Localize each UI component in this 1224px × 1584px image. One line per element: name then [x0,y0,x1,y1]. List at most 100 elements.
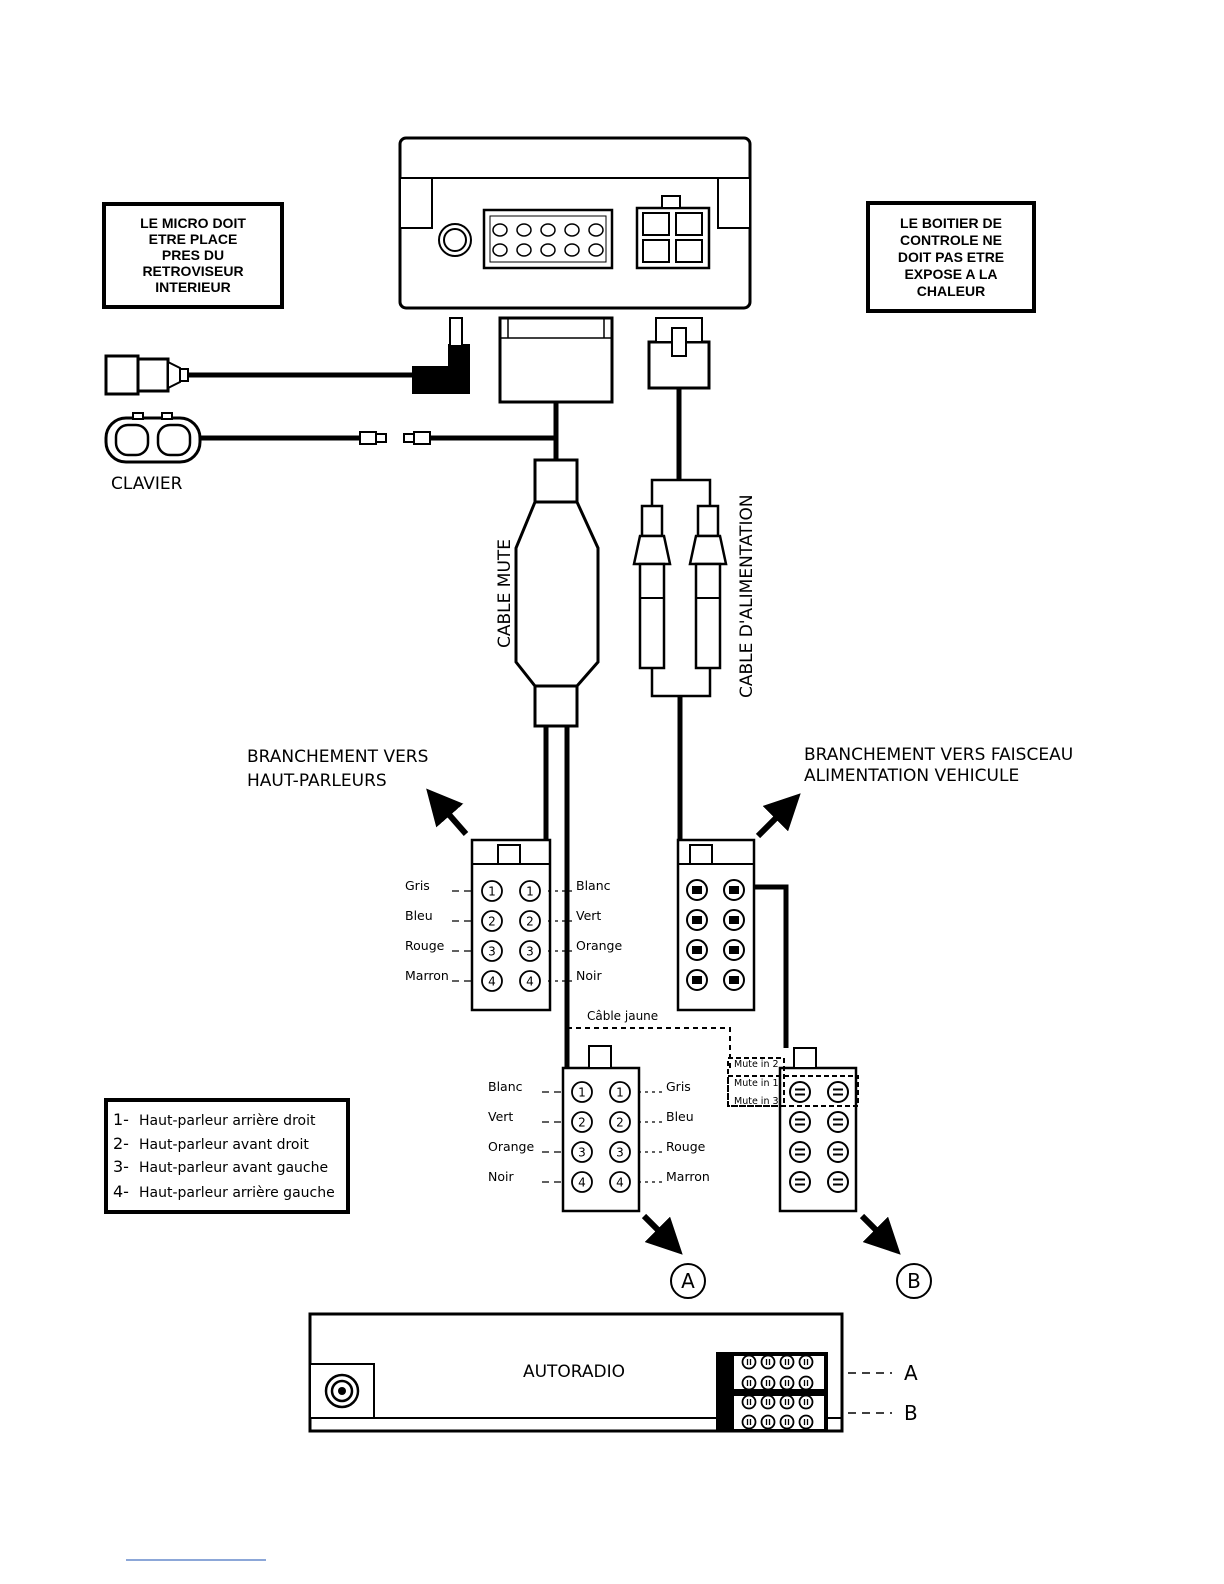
power-pin-core [729,976,739,984]
hp-pin-number: 4 [488,975,496,989]
hp-pin-number: 1 [488,885,496,899]
autoradio: AUTORADIO A B [308,1312,918,1433]
pin-hole [564,223,580,237]
cable-jaune-line [567,1027,731,1070]
radio-pin [779,1354,795,1370]
power-pin-core [729,886,739,894]
power-connector [676,838,789,1048]
legend-text: Haut-parleur arrière droit [139,1113,316,1129]
a-pin-number: 2 [578,1116,586,1130]
radio-pin [779,1375,795,1391]
a-wire-label-left: Noir [488,1169,514,1184]
b-pin [789,1141,811,1163]
hp-wire-label-left: Bleu [405,908,433,923]
radio-pin [741,1354,757,1370]
cable-mute-label: CABLE MUTE [495,539,515,648]
legend-num: 4- [113,1182,129,1201]
b-pin [827,1171,849,1193]
hp-wire-label-right: Noir [576,968,602,983]
a-pin-number: 3 [616,1146,624,1160]
power-pin-core [692,916,702,924]
hp-pin-number: 3 [526,945,534,959]
mute-label: Mute in 2 [734,1059,779,1070]
note-boitier-line: LE BOITIER DE [900,215,1002,231]
mute-label: Mute in 1 [734,1078,779,1089]
hp-pin [519,940,541,962]
a-wire-label-left: Orange [488,1139,534,1154]
a-pin-number: 1 [616,1086,624,1100]
radio-pin [760,1414,776,1430]
a-pin-number: 1 [578,1086,586,1100]
b-pin [827,1141,849,1163]
pin-hole [588,243,604,257]
mute-label: Mute in 3 [734,1096,779,1107]
b-pin [789,1111,811,1133]
note-boitier-line: DOIT PAS ETRE [898,249,1004,265]
hp-pin [519,970,541,992]
a-wire-label-left: Blanc [488,1079,523,1094]
radio-pin [798,1394,814,1410]
marker-b: B [907,1269,921,1293]
pin-hole [588,223,604,237]
legend-text: Haut-parleur avant gauche [139,1160,328,1176]
a-pin [609,1171,631,1193]
pin-hole [564,243,580,257]
note-micro-line: ETRE PLACE [149,231,238,247]
radio-pin [798,1354,814,1370]
cable-jaune-label: Câble jaune [587,1009,658,1023]
b-pin [827,1081,849,1103]
power-pin-core [692,886,702,894]
a-pin [571,1111,593,1133]
radio-pin [779,1414,795,1430]
pin-hole [540,223,556,237]
a-wire-label-right: Bleu [666,1109,694,1124]
note-micro-line: LE MICRO DOIT [140,215,246,231]
hp-pin-number: 3 [488,945,496,959]
b-pin [789,1081,811,1103]
a-pin [571,1081,593,1103]
legend-text: Haut-parleur avant droit [139,1137,309,1153]
note-boitier-line: EXPOSE A LA [904,266,997,282]
a-pin [609,1111,631,1133]
branchement-hp-line: HAUT-PARLEURS [247,771,387,791]
hp-wire-label-left: Marron [405,968,449,983]
power-pin-core [729,916,739,924]
a-wire-label-right: Rouge [666,1139,706,1154]
branchement-hp-line: BRANCHEMENT VERS [247,747,428,767]
pin-hole [492,243,508,257]
note-micro-line: INTERIEUR [155,279,230,295]
mute-cable [498,316,614,1068]
clavier-label: CLAVIER [111,474,183,494]
hp-pin [481,910,503,932]
marker-a: A [681,1269,695,1293]
radio-pin [741,1414,757,1430]
radio-pin [779,1394,795,1410]
hp-wire-label-left: Rouge [405,938,445,953]
power-pin-core [729,946,739,954]
a-pin [609,1141,631,1163]
a-pin-number: 2 [616,1116,624,1130]
legend: 1- Haut-parleur arrière droit 2- Haut-pa… [104,1098,350,1214]
hp-pin [519,910,541,932]
hp-pin-number: 2 [488,915,496,929]
note-micro-line: RETROVISEUR [142,263,243,279]
arrow-b [859,1213,901,1255]
radio-pin [741,1375,757,1391]
hp-pin-number: 1 [526,885,534,899]
radio-pin [760,1394,776,1410]
power-pin-core [692,946,702,954]
connector-b: Mute in 2 Mute in 1 Mute in 3 [727,1047,859,1213]
hp-pin [481,940,503,962]
radio-pin [741,1394,757,1410]
a-pin-number: 4 [578,1176,586,1190]
hp-wire-label-right: Blanc [576,878,611,893]
power-pin-core [692,976,702,984]
a-wire-label-right: Marron [666,1169,710,1184]
branchement-alim-line: BRANCHEMENT VERS FAISCEAU [804,745,1073,765]
b-pin [827,1111,849,1133]
hp-wire-label-right: Vert [576,908,601,923]
marker-a-circle [670,1263,706,1299]
note-boitier: LE BOITIER DE CONTROLE NE DOIT PAS ETRE … [866,201,1036,313]
